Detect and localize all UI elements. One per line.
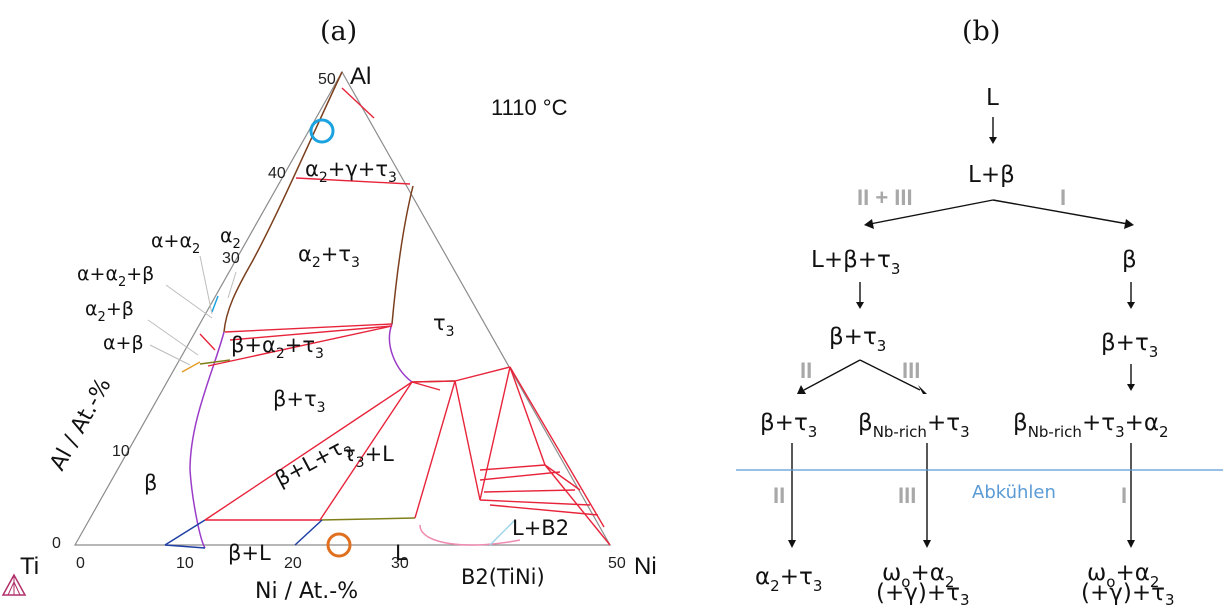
tick-al-10: 10 <box>112 443 130 460</box>
path-label-ii-b: II <box>773 483 785 508</box>
purple-boundary-beta <box>189 331 225 549</box>
callout-a-b: α+β <box>103 332 144 354</box>
x-axis-title: Ni / At.-% <box>255 579 358 604</box>
tick-ni-20: 20 <box>284 555 302 572</box>
tick-al-40: 40 <box>268 165 286 182</box>
path-label-ii-iii: II + III <box>857 185 913 210</box>
region-t3-l: τ3+L <box>343 442 394 471</box>
node-l: L <box>986 85 999 111</box>
path-label-ii-a: II <box>800 358 812 383</box>
vertex-ni: Ni <box>634 553 657 580</box>
callout-a2: α2 <box>220 225 241 252</box>
vertex-ti: Ti <box>20 553 39 580</box>
flow-arrows <box>788 117 1135 548</box>
y-axis-title: Al / At.-% <box>45 374 116 475</box>
b2-tini-label: B2(TiNi) <box>461 565 545 589</box>
tick-ni-50: 50 <box>608 555 626 572</box>
region-liquid: L <box>395 541 407 565</box>
node-bt3-lowerleft: β+τ3 <box>760 410 817 441</box>
node-omega-right-line2: (+γ)+τ3 <box>1081 580 1175 607</box>
purple-boundary-t3 <box>388 323 413 383</box>
tick-ni-0: 0 <box>76 555 85 572</box>
region-beta: β <box>144 471 157 495</box>
brown-boundary-left <box>223 71 343 333</box>
callout-a-a2-b: α+α2+β <box>77 263 154 290</box>
node-l-b-t3: L+β+τ3 <box>811 247 900 278</box>
olive-line-left <box>199 359 231 365</box>
region-b-a2-t3: β+α2+τ3 <box>231 333 324 362</box>
orange-boundary <box>181 361 201 373</box>
red-phase-boundaries <box>199 87 611 546</box>
path-label-i-top: I <box>1060 185 1066 210</box>
blue-boundary-2 <box>164 519 206 546</box>
callout-a2-b: α2+β <box>85 298 134 325</box>
region-a2-t3: α2+τ3 <box>298 242 360 271</box>
region-b-l: β+L <box>228 541 271 565</box>
blue-boundary-3 <box>294 519 323 546</box>
blue-boundary-1 <box>164 544 206 549</box>
node-beta-right: β <box>1122 247 1137 273</box>
panel-b-label: (b) <box>962 16 1000 47</box>
cyan-circle-marker <box>309 118 335 144</box>
node-omega-mid-line1: ωo+α2 <box>882 560 954 591</box>
tick-ni-10: 10 <box>176 555 194 572</box>
light-blue-boundary <box>489 519 516 546</box>
tick-al-0: 0 <box>52 535 61 552</box>
olive-line-bottom <box>319 517 416 521</box>
path-label-i-b: I <box>1121 483 1127 508</box>
ternary-triangle <box>73 70 612 546</box>
node-bnb-right: βNb-rich+τ3+α2 <box>1013 410 1169 441</box>
node-bnb-mid: βNb-rich+τ3 <box>858 410 970 441</box>
tick-al-50: 50 <box>318 71 336 88</box>
region-a2-g-t3: α2+γ+τ3 <box>305 157 397 186</box>
node-omega-mid-line2: (+γ)+τ3 <box>876 580 970 607</box>
callout-leader-lines <box>147 255 237 366</box>
path-label-iii-a: III <box>902 358 920 383</box>
node-a2-t3: α2+τ3 <box>755 564 822 595</box>
vertex-al: Al <box>350 63 371 90</box>
orange-circle-marker <box>326 532 352 558</box>
cyan-boundary <box>211 295 219 313</box>
pink-boundary <box>419 524 521 546</box>
region-l-b2: L+B2 <box>512 516 569 540</box>
node-bt3-left: β+τ3 <box>829 324 886 355</box>
region-t3: τ3 <box>433 311 455 340</box>
tick-ni-30: 30 <box>391 555 409 572</box>
region-b-t3: β+τ3 <box>273 387 326 416</box>
brown-boundary-right <box>391 185 414 325</box>
path-label-iii-b: III <box>898 483 916 508</box>
node-l-beta: L+β <box>968 162 1015 188</box>
thermo-calc-logo <box>1 573 27 596</box>
cooling-label: Abkühlen <box>972 482 1056 503</box>
tick-al-30: 30 <box>222 250 240 267</box>
node-omega-right-line1: ωo+α2 <box>1087 560 1159 591</box>
panel-a-label: (a) <box>320 16 357 47</box>
callout-a-a2: α+α2 <box>151 230 200 257</box>
temperature-label: 1110 °C <box>491 95 568 120</box>
node-bt3-right: β+τ3 <box>1101 330 1158 361</box>
